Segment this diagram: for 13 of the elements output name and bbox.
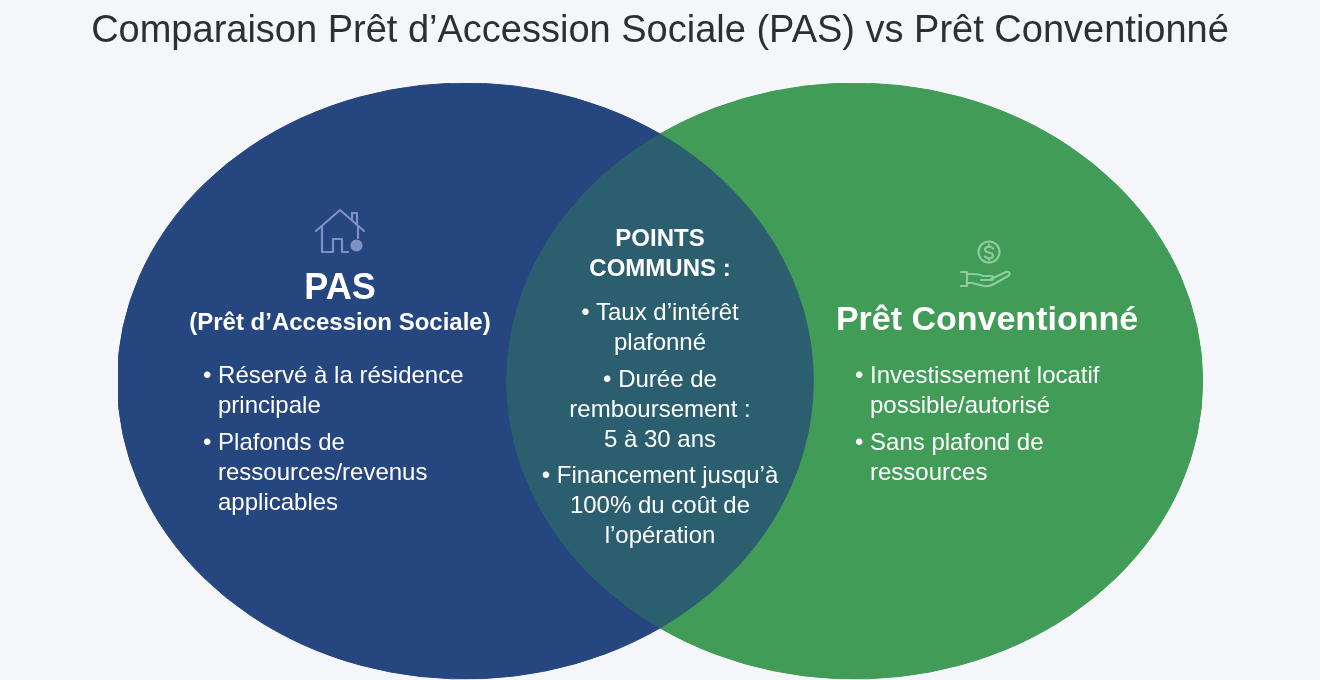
- heading: Prêt Conventionné: [835, 298, 1139, 338]
- heading: POINTS COMMUNS :: [588, 223, 732, 283]
- list-item: • Durée de remboursement : 5 à 30 ans: [568, 364, 752, 454]
- overlap-region: [505, 134, 815, 628]
- list-item: • Investissement locatif possible/autorisé: [855, 360, 1101, 420]
- list-item: • Sans plafond de ressources: [855, 427, 1045, 487]
- title: Comparaison Prêt d’Accession Sociale (PAS) vs Prêt Conventionné: [91, 7, 1229, 52]
- list-item: • Taux d’intérêt plafonné: [580, 297, 740, 357]
- list-item: • Financement jusqu’à 100% du coût de l’opération: [540, 460, 780, 550]
- list-item: • Plafonds de ressources/revenus applicables: [203, 427, 429, 517]
- subheading: (Prêt d’Accession Sociale): [189, 307, 491, 337]
- heading: PAS: [304, 267, 376, 307]
- list-item: • Réservé à la résidence principale: [203, 360, 465, 420]
